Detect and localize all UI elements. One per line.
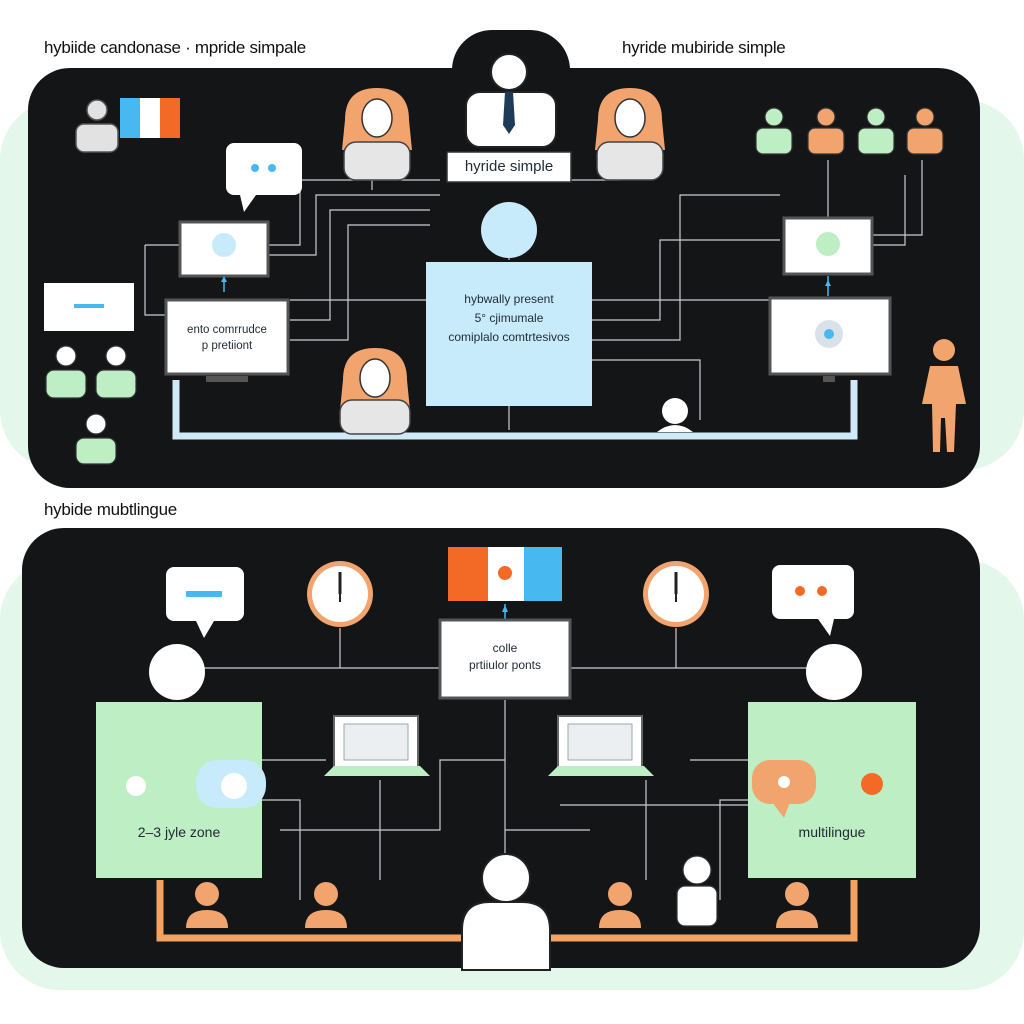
- heading-middle: hybide mubtlingue: [44, 500, 177, 519]
- left-monitor-label: ento comrrudce p pretiiont: [166, 322, 288, 354]
- bottom-diagram: [96, 547, 916, 971]
- center-box-bottom: [438, 618, 572, 700]
- woman-avatar-left: [342, 88, 412, 181]
- center-box-top-text: hybwally present 5° cjimumale comiplalo …: [426, 290, 592, 347]
- person-head-left: [149, 644, 205, 700]
- audience-icons-bottom: [186, 882, 818, 928]
- center-box-bottom-line-2: prtiiulor ponts: [468, 658, 542, 672]
- person-icon-small-bottom: [657, 398, 693, 432]
- team-icons-top-right: [755, 107, 944, 155]
- chat-bubble-bottom-right: [772, 565, 854, 636]
- green-card-left-label: 2–3 jyle zone: [137, 824, 221, 840]
- presenter-icon-bottom: [461, 853, 551, 971]
- person-icon-standing-orange: [922, 339, 966, 452]
- center-box-top-line-2: 5° cjimumale: [474, 311, 544, 325]
- header-tag-label: hyride simple: [464, 158, 554, 175]
- green-card-right-label: multilingue: [798, 824, 866, 840]
- center-box-top-line-3: comiplalo comtrtesivos: [448, 330, 570, 344]
- top-connector-bar: [172, 380, 858, 440]
- monitor-icon-left-upper: [178, 220, 270, 292]
- monitor-icon-right-upper: [782, 216, 874, 296]
- bottom-connector-lines: [176, 628, 836, 900]
- laptop-icon-left: [324, 715, 430, 776]
- person-head-right: [806, 644, 862, 700]
- center-box-top-line-1: hybwally present: [464, 292, 554, 306]
- flag-icon-bottom: [448, 547, 562, 620]
- green-card-right: [748, 702, 916, 878]
- center-box-bottom-line-1: colle: [492, 641, 518, 655]
- person-icon-grey-top-left: [75, 99, 119, 153]
- chat-bubble-bottom-left: [166, 567, 244, 638]
- center-box-top: [426, 262, 592, 406]
- flag-icon-top: [120, 98, 180, 138]
- green-card-left: [96, 702, 266, 878]
- top-diagram: [44, 53, 966, 465]
- monitor-icon-right-lower: [768, 296, 892, 382]
- center-box-bottom-text: colle prtiiulor ponts: [440, 640, 570, 674]
- presenter-icon: [465, 53, 557, 148]
- header-tag-box: [446, 151, 572, 183]
- person-icon-white-bottom-right: [676, 855, 718, 927]
- woman-avatar-right: [595, 88, 665, 181]
- left-monitor-label-line-1: ento comrrudce: [187, 324, 267, 336]
- laptop-icon-right: [548, 715, 654, 776]
- info-card-left: [44, 283, 134, 331]
- chat-bubble-top: [226, 143, 302, 212]
- left-monitor-label-line-2: p pretiiont: [201, 340, 253, 352]
- clock-icon-left: [307, 561, 373, 627]
- center-node-circle: [481, 202, 537, 258]
- woman-avatar-bottom: [339, 348, 411, 435]
- people-icons-left: [45, 345, 137, 465]
- heading-top-left: hybiide candonase · mpride simpale: [44, 38, 306, 57]
- clock-icon-right: [643, 561, 709, 627]
- monitor-icon-left-lower: [164, 298, 290, 382]
- heading-top-right: hyride mubiride simple: [622, 38, 786, 57]
